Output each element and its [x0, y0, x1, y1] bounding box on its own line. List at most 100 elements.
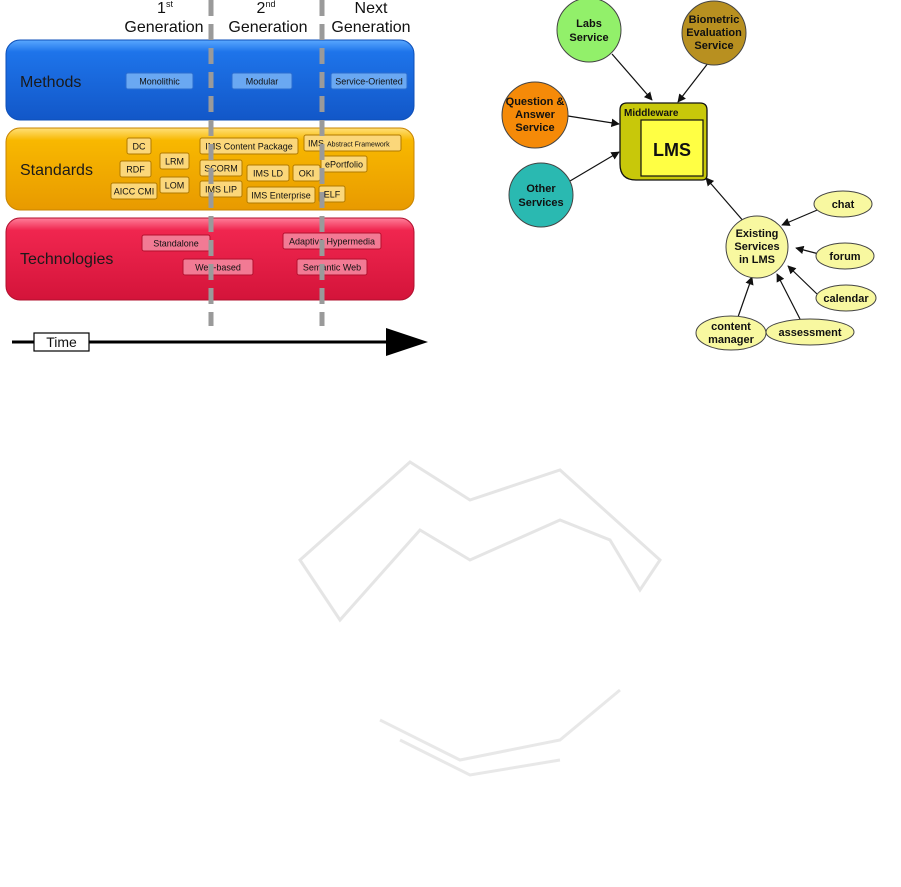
edge [795, 245, 820, 255]
standard-box: IMS LIP [199, 180, 243, 198]
svg-text:Web-based: Web-based [195, 263, 241, 273]
generation-next-label: Generation [331, 19, 410, 36]
other-services-node: Other Services [508, 162, 574, 228]
generation-next-header: Next [355, 0, 388, 17]
svg-text:Biometric: Biometric [689, 14, 740, 26]
svg-text:manager: manager [708, 334, 755, 346]
tool-forum-node: forum [815, 242, 875, 270]
watermark [298, 460, 662, 777]
labs-service-node: Labs Service [556, 0, 622, 63]
standard-box: ELF [318, 185, 346, 203]
lane-methods-title: Methods [20, 74, 81, 91]
svg-text:IMS LIP: IMS LIP [205, 185, 237, 195]
svg-text:Service: Service [694, 40, 733, 52]
svg-text:LOM: LOM [165, 181, 185, 191]
standard-box: IMS Content Package [199, 137, 299, 155]
generations-diagram: 1st Generation 2nd Generation Next Gener… [5, 0, 428, 356]
standard-box: ePortfolio [320, 155, 368, 173]
edge [776, 273, 801, 320]
svg-text:Labs: Labs [576, 18, 602, 30]
time-axis: Time [12, 328, 428, 356]
svg-text:Service: Service [515, 122, 554, 134]
svg-text:Semantic Web: Semantic Web [303, 263, 361, 273]
standard-box: IMS Abstract Framework [303, 134, 402, 152]
svg-text:Standalone: Standalone [153, 239, 199, 249]
technology-box: Web-based [182, 258, 254, 276]
svg-text:Services: Services [734, 241, 779, 253]
biometric-evaluation-service-node: Biometric Evaluation Service [681, 0, 747, 66]
lane-technologies: Technologies Standalone Web-based Adapti… [5, 217, 415, 301]
standard-box: IMS Enterprise [246, 186, 316, 204]
svg-text:Abstract Framework: Abstract Framework [327, 142, 390, 149]
svg-text:calendar: calendar [823, 293, 869, 305]
method-box: Service-Oriented [330, 72, 408, 90]
edge [787, 265, 818, 295]
standard-box: OKI [292, 164, 321, 182]
svg-text:OKI: OKI [299, 169, 315, 179]
svg-text:AICC CMI: AICC CMI [114, 187, 155, 197]
technology-box: Adaptive Hypermedia [282, 232, 382, 250]
lms-label: LMS [653, 140, 691, 160]
standard-box: LOM [159, 176, 190, 194]
svg-text:in LMS: in LMS [739, 254, 775, 266]
tool-assessment-node: assessment [765, 318, 855, 346]
svg-text:Monolithic: Monolithic [139, 77, 180, 87]
svg-text:assessment: assessment [779, 327, 842, 339]
edge [567, 115, 620, 127]
edge [569, 151, 620, 182]
svg-text:IMS LD: IMS LD [253, 169, 284, 179]
edge [677, 57, 713, 103]
edge [781, 207, 823, 226]
tool-chat-node: chat [813, 190, 873, 218]
standard-box: RDF [119, 160, 152, 178]
generation-1-header: 1st [157, 0, 173, 17]
tool-calendar-node: calendar [815, 284, 877, 312]
method-box: Modular [231, 72, 293, 90]
standard-box: LRM [159, 152, 190, 170]
svg-text:chat: chat [832, 199, 855, 211]
svg-text:content: content [711, 321, 751, 333]
technology-box: Standalone [141, 234, 211, 252]
generation-2-label: Generation [228, 19, 307, 36]
svg-text:Service-Oriented: Service-Oriented [335, 77, 403, 87]
method-box: Monolithic [125, 72, 194, 90]
svg-text:LRM: LRM [165, 157, 184, 167]
svg-text:Question &: Question & [506, 96, 565, 108]
svg-text:forum: forum [829, 251, 860, 263]
svg-text:Modular: Modular [246, 77, 279, 87]
middleware-label: Middleware [624, 108, 679, 119]
svg-text:SCORM: SCORM [204, 164, 238, 174]
svg-text:IMS Enterprise: IMS Enterprise [251, 191, 311, 201]
svg-text:Services: Services [518, 197, 563, 209]
lane-technologies-title: Technologies [20, 251, 113, 268]
svg-text:Service: Service [569, 32, 608, 44]
svg-text:Existing: Existing [736, 228, 779, 240]
time-label: Time [46, 334, 77, 350]
standard-box: DC [126, 137, 152, 155]
svg-text:ELF: ELF [324, 190, 341, 200]
svg-text:ePortfolio: ePortfolio [325, 160, 363, 170]
lane-standards-title: Standards [20, 162, 93, 179]
svg-text:Other: Other [526, 183, 556, 195]
standard-box: SCORM [199, 159, 243, 177]
tool-content-manager-node: content manager [695, 315, 767, 351]
svg-text:IMS Content Package: IMS Content Package [205, 142, 293, 152]
existing-services-node: Existing Services in LMS [725, 215, 789, 279]
technology-box: Semantic Web [296, 258, 368, 276]
lms-architecture-diagram: Middleware LMS Labs Service Biometric Ev… [501, 0, 877, 351]
svg-text:DC: DC [133, 142, 146, 152]
standard-box: AICC CMI [110, 182, 158, 200]
edge [737, 276, 754, 318]
standard-box: IMS LD [246, 164, 290, 182]
lms-middleware-node: Middleware LMS [619, 102, 708, 181]
generation-1-label: Generation [124, 19, 203, 36]
edge [705, 177, 746, 224]
generation-2-header: 2nd [257, 0, 276, 17]
watermark-book-lower [379, 688, 621, 777]
watermark-book-icon [298, 460, 662, 623]
svg-text:Adaptive Hypermedia: Adaptive Hypermedia [289, 237, 375, 247]
svg-text:RDF: RDF [126, 165, 145, 175]
question-answer-service-node: Question & Answer Service [501, 81, 569, 149]
svg-text:IMS: IMS [308, 139, 324, 149]
